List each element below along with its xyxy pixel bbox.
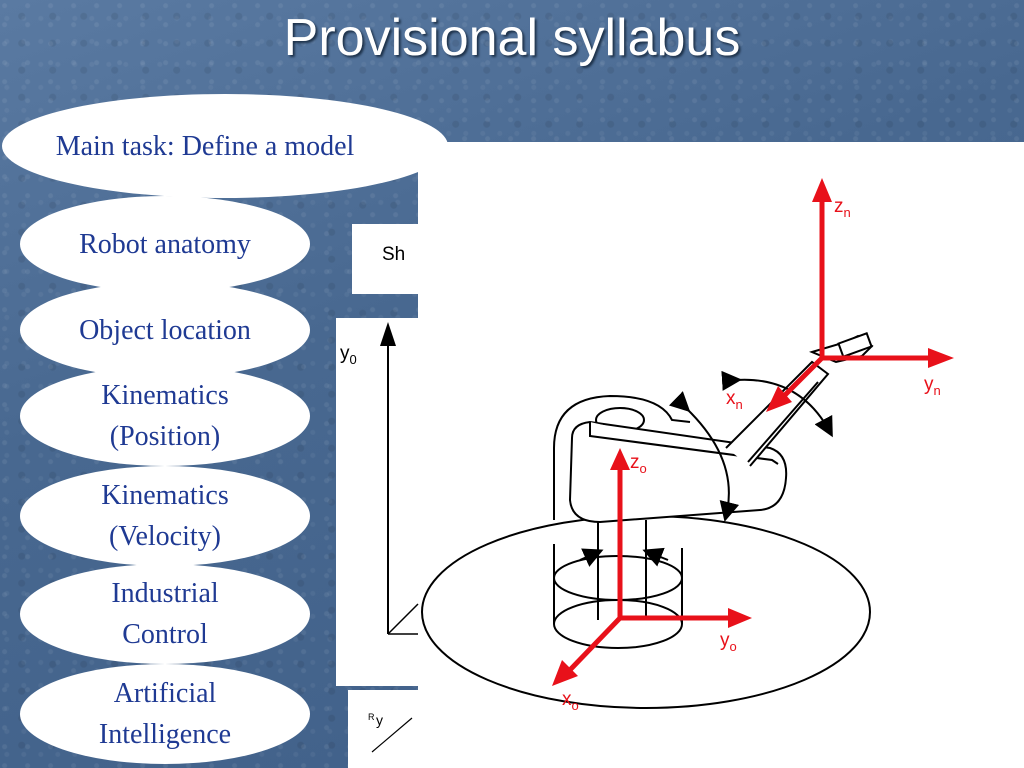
- xn-label: xn: [726, 388, 743, 412]
- xn-arrowhead: [766, 386, 792, 412]
- zo-arrowhead: [610, 448, 630, 470]
- yo-arrowhead: [728, 608, 752, 628]
- y0-label: y0: [340, 343, 357, 367]
- main-task-oval: Main task: Define a model: [2, 94, 448, 198]
- yo-label: yo: [720, 630, 737, 654]
- topic-robot-anatomy: Robot anatomy: [20, 196, 310, 292]
- ry-small-label: R: [368, 712, 375, 722]
- diagram-panel-left-top: [352, 224, 422, 294]
- ry-label: y: [376, 712, 383, 728]
- partial-panel-text: Sh: [382, 244, 405, 265]
- topic-kinematics-velocity: Kinematics (Velocity): [20, 466, 310, 566]
- yn-arrowhead: [928, 348, 954, 368]
- zn-label: zn: [834, 196, 851, 220]
- slide-title: Provisional syllabus: [283, 9, 741, 67]
- xo-label: xo: [562, 689, 579, 713]
- topic-kinematics-position: Kinematics (Position): [20, 366, 310, 466]
- base-frame-axes: [566, 464, 734, 674]
- world-y-axis: y0 R y: [340, 322, 419, 753]
- end-effector-frame-axes: [780, 196, 934, 400]
- robot-forearm: [725, 332, 874, 467]
- zo-label: zo: [630, 452, 647, 476]
- diagram-panel-left-bottom: [348, 690, 422, 768]
- topic-object-location: Object location: [20, 282, 310, 378]
- zn-arrowhead: [812, 178, 832, 202]
- diagram-panel-left-mid: [336, 318, 422, 686]
- yn-label: yn: [924, 374, 941, 398]
- topic-industrial-control: Industrial Control: [20, 564, 310, 664]
- topic-artificial-intelligence: Artificial Intelligence: [20, 664, 310, 764]
- xo-arrowhead: [552, 660, 578, 686]
